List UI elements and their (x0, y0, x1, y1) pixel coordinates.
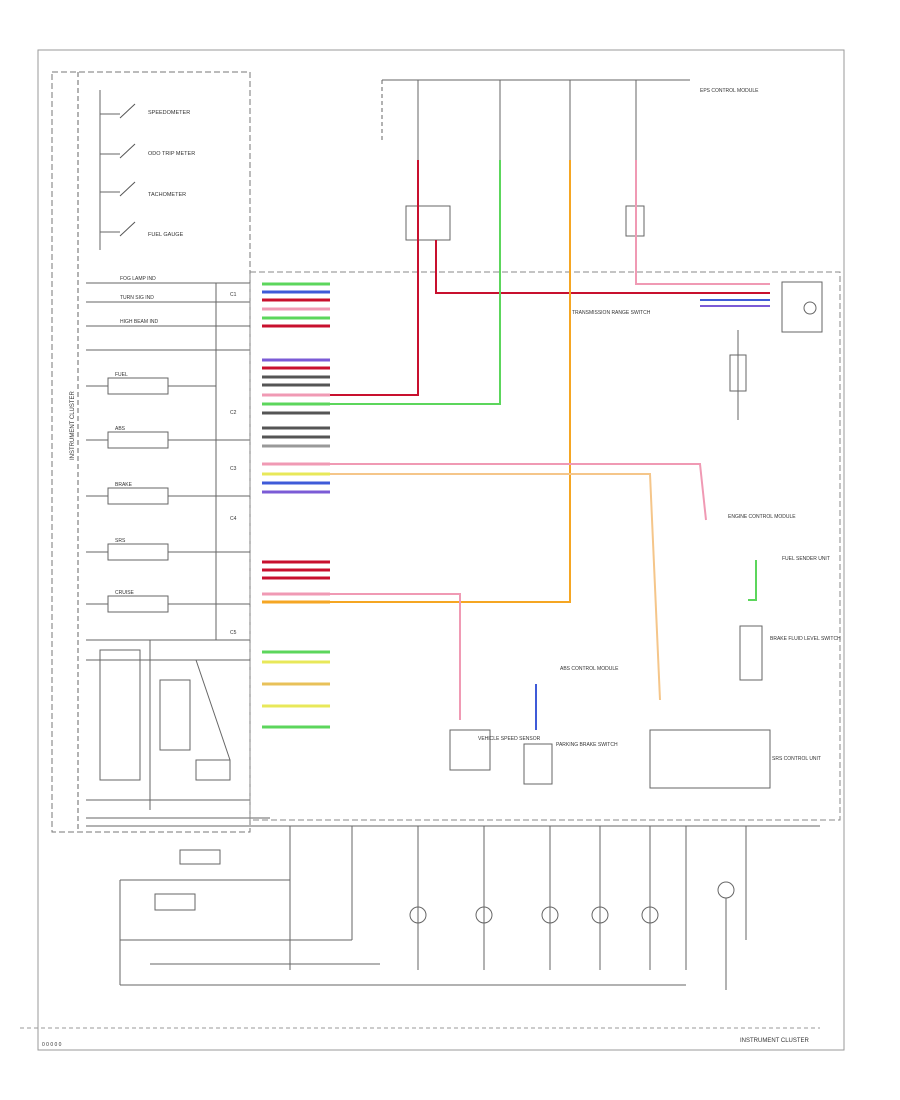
left-module-box (51, 71, 251, 833)
connector-pins-lower (262, 560, 330, 729)
footer-left-code: 0 0 0 0 0 (42, 1042, 62, 1048)
right-components (449, 281, 823, 789)
svg-text:C4: C4 (230, 516, 237, 522)
gauge-group: SPEEDOMETER ODO TRIP METER TACHOMETER FU… (99, 90, 195, 250)
svg-text:C3: C3 (230, 466, 237, 472)
svg-text:C5: C5 (230, 630, 237, 636)
svg-text:FUEL: FUEL (115, 372, 128, 378)
cluster-connector-box (249, 271, 841, 821)
svg-text:SRS CONTROL UNIT: SRS CONTROL UNIT (772, 756, 821, 762)
footer-title: INSTRUMENT CLUSTER (740, 1038, 810, 1044)
svg-text:FUEL SENDER UNIT: FUEL SENDER UNIT (782, 556, 830, 562)
lower-left-circuit (86, 640, 270, 827)
gauge-label-speedometer: SPEEDOMETER (148, 110, 190, 116)
connector-pins-upper (262, 282, 330, 406)
gauge-label-fuel: FUEL GAUGE (148, 232, 184, 238)
power-supply-tree (381, 79, 690, 241)
indicator-lamps (86, 282, 250, 641)
svg-text:BRAKE: BRAKE (115, 482, 133, 488)
svg-text:C2: C2 (230, 410, 237, 416)
svg-text:ENGINE CONTROL MODULE: ENGINE CONTROL MODULE (728, 514, 796, 520)
svg-text:CRUISE: CRUISE (115, 590, 135, 596)
svg-text:INSTRUMENT CLUSTER: INSTRUMENT CLUSTER (70, 390, 76, 460)
svg-text:EPS CONTROL MODULE: EPS CONTROL MODULE (700, 88, 759, 94)
connector-labels: C1 C2 C3 C4 C5 (230, 292, 237, 636)
svg-text:TRANSMISSION RANGE SWITCH: TRANSMISSION RANGE SWITCH (572, 310, 651, 316)
svg-text:SRS: SRS (115, 538, 126, 544)
svg-text:BRAKE FLUID LEVEL SWITCH: BRAKE FLUID LEVEL SWITCH (770, 636, 841, 642)
connector-pins-middle (262, 411, 330, 494)
svg-text:HIGH BEAM IND: HIGH BEAM IND (120, 319, 158, 325)
gauge-label-tach: TACHOMETER (148, 192, 186, 198)
svg-text:TURN SIG IND: TURN SIG IND (120, 295, 154, 301)
page-frame (37, 49, 845, 1051)
svg-text:PARKING BRAKE SWITCH: PARKING BRAKE SWITCH (556, 742, 618, 748)
svg-text:FOG LAMP IND: FOG LAMP IND (120, 276, 156, 282)
lamp-labels: FOG LAMP IND TURN SIG IND HIGH BEAM IND … (115, 276, 158, 596)
bottom-circuits (20, 825, 820, 1029)
right-labels: EPS CONTROL MODULE TRANSMISSION RANGE SW… (478, 88, 841, 762)
colored-wires (330, 160, 770, 730)
svg-text:ABS: ABS (115, 426, 126, 432)
svg-text:VEHICLE SPEED SENSOR: VEHICLE SPEED SENSOR (478, 736, 541, 742)
svg-text:ABS CONTROL MODULE: ABS CONTROL MODULE (560, 666, 619, 672)
gauge-label-odo: ODO TRIP METER (148, 151, 195, 157)
svg-text:C1: C1 (230, 292, 237, 298)
